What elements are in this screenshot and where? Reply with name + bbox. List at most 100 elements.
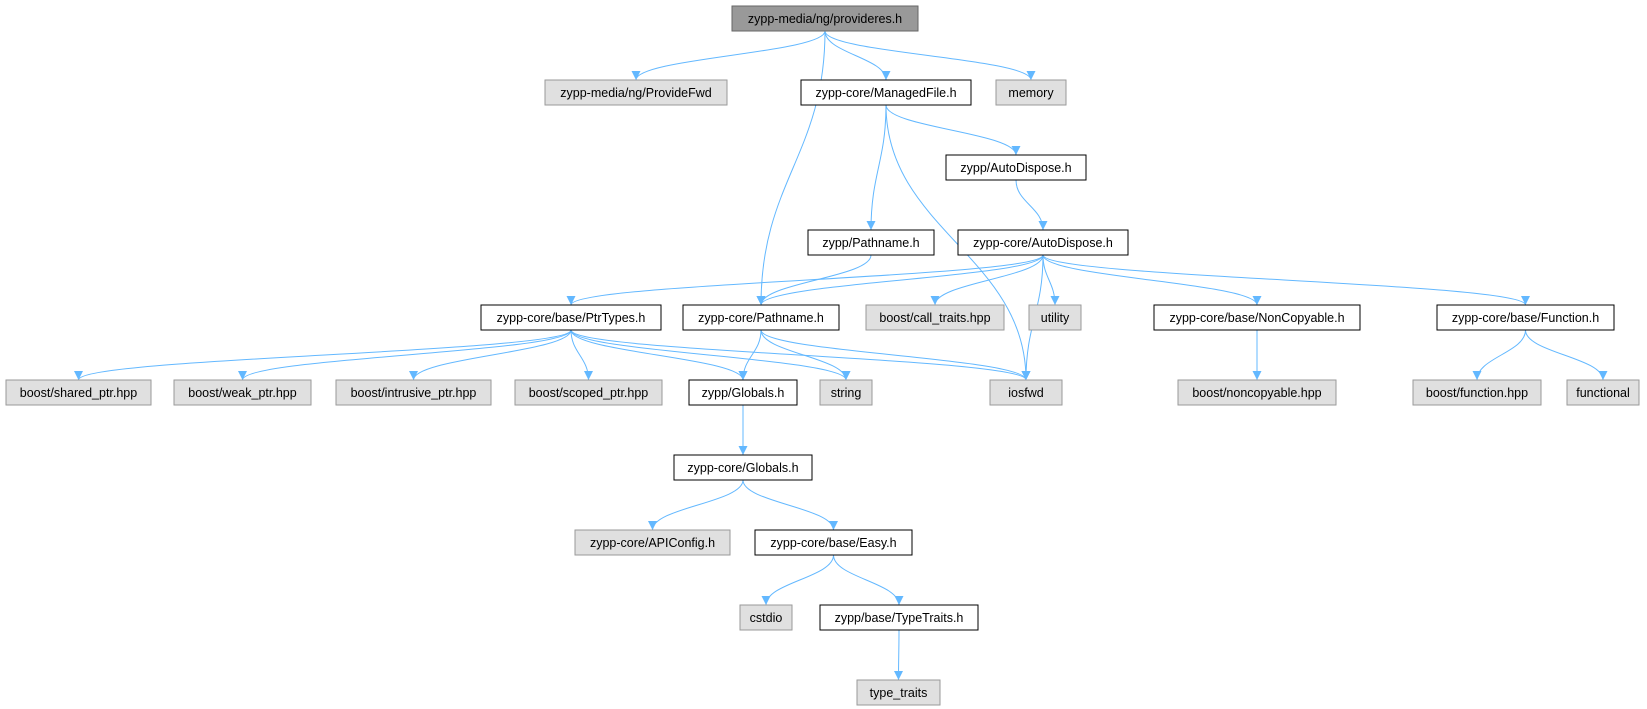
node-label: zypp-core/base/PtrTypes.h (497, 311, 646, 325)
node-label: zypp-core/Pathname.h (698, 311, 824, 325)
node-label: boost/noncopyable.hpp (1192, 386, 1321, 400)
node-label: iosfwd (1008, 386, 1043, 400)
node-box (807, 229, 935, 256)
node-globals_core[interactable]: zypp-core/Globals.h (673, 454, 813, 481)
node-apiconfig[interactable]: zypp-core/APIConfig.h (574, 529, 731, 556)
edge-managedfile-to-pathname_zypp (866, 104, 887, 231)
node-box (673, 454, 813, 481)
node-function_h[interactable]: zypp-core/base/Function.h (1436, 304, 1615, 331)
node-box (819, 379, 873, 406)
edge-autodispose_core-to-ptrtypes (566, 254, 1044, 306)
node-box (1436, 304, 1615, 331)
node-typetraits_h[interactable]: zypp/base/TypeTraits.h (819, 604, 979, 631)
node-label: functional (1576, 386, 1630, 400)
edge-autodispose_core-to-utility (1042, 254, 1060, 306)
dependency-edges (74, 30, 1608, 681)
node-box (1177, 379, 1337, 406)
node-autodispose_core[interactable]: zypp-core/AutoDispose.h (957, 229, 1129, 256)
edge-pathname_zypp-to-pathname_core (756, 254, 872, 306)
edge-ptrtypes-to-globals_zypp (570, 329, 748, 381)
node-ptrtypes[interactable]: zypp-core/base/PtrTypes.h (480, 304, 662, 331)
node-label: boost/weak_ptr.hpp (188, 386, 296, 400)
node-easy[interactable]: zypp-core/base/Easy.h (754, 529, 913, 556)
node-box (800, 79, 972, 106)
dependency-nodes: zypp-media/ng/provideres.h zypp-media/ng/… (5, 5, 1640, 706)
node-scoped_ptr[interactable]: boost/scoped_ptr.hpp (514, 379, 663, 406)
node-root[interactable]: zypp-media/ng/provideres.h (731, 5, 919, 32)
node-box (514, 379, 663, 406)
node-box (754, 529, 913, 556)
node-box (989, 379, 1063, 406)
node-type_traits[interactable]: type_traits (856, 679, 941, 706)
node-cstdio[interactable]: cstdio (739, 604, 793, 631)
edge-pathname_core-to-globals_zypp (738, 329, 762, 381)
edge-ptrtypes-to-string (570, 329, 851, 381)
edge-typetraits_h-to-type_traits (894, 629, 904, 681)
node-box (1153, 304, 1361, 331)
edge-globals_core-to-easy (742, 479, 838, 531)
node-box (957, 229, 1129, 256)
edge-ptrtypes-to-scoped_ptr (570, 329, 593, 381)
node-shared_ptr[interactable]: boost/shared_ptr.hpp (5, 379, 152, 406)
node-label: zypp-media/ng/provideres.h (748, 12, 902, 26)
edge-easy-to-typetraits_h (833, 554, 904, 606)
node-label: boost/shared_ptr.hpp (20, 386, 137, 400)
node-utility[interactable]: utility (1028, 304, 1082, 331)
edge-ptrtypes-to-shared_ptr (74, 329, 572, 381)
node-box (480, 304, 662, 331)
node-label: zypp-media/ng/ProvideFwd (560, 86, 712, 100)
node-functional[interactable]: functional (1566, 379, 1640, 406)
node-label: zypp-core/base/Easy.h (770, 536, 896, 550)
edge-pathname_core-to-string (760, 329, 851, 381)
node-call_traits[interactable]: boost/call_traits.hpp (865, 304, 1005, 331)
node-label: zypp/Pathname.h (822, 236, 919, 250)
node-label: zypp/base/TypeTraits.h (835, 611, 964, 625)
node-noncopyable_hpp[interactable]: boost/noncopyable.hpp (1177, 379, 1337, 406)
node-label: zypp-core/Globals.h (687, 461, 798, 475)
node-managedfile[interactable]: zypp-core/ManagedFile.h (800, 79, 972, 106)
node-box (1028, 304, 1082, 331)
node-pathname_zypp[interactable]: zypp/Pathname.h (807, 229, 935, 256)
node-label: zypp-core/ManagedFile.h (815, 86, 956, 100)
node-label: zypp-core/base/NonCopyable.h (1169, 311, 1344, 325)
node-label: zypp-core/APIConfig.h (590, 536, 715, 550)
edge-ptrtypes-to-iosfwd (570, 329, 1031, 381)
node-label: type_traits (870, 686, 928, 700)
node-box (173, 379, 312, 406)
node-box (731, 5, 919, 32)
node-providefwd[interactable]: zypp-media/ng/ProvideFwd (544, 79, 728, 106)
node-label: zypp-core/base/Function.h (1452, 311, 1599, 325)
edge-function_h-to-functional (1525, 329, 1608, 381)
node-pathname_core[interactable]: zypp-core/Pathname.h (682, 304, 840, 331)
edge-ptrtypes-to-intrusive_ptr (409, 329, 572, 381)
node-box (688, 379, 798, 406)
node-box (544, 79, 728, 106)
node-label: zypp/Globals.h (702, 386, 785, 400)
node-box (335, 379, 492, 406)
edge-autodispose_core-to-pathname_core (756, 254, 1044, 306)
node-string[interactable]: string (819, 379, 873, 406)
edge-function_h-to-function_hpp (1472, 329, 1526, 381)
node-memory[interactable]: memory (995, 79, 1067, 106)
node-weak_ptr[interactable]: boost/weak_ptr.hpp (173, 379, 312, 406)
node-autodispose_zypp[interactable]: zypp/AutoDispose.h (945, 154, 1087, 181)
node-noncopyable[interactable]: zypp-core/base/NonCopyable.h (1153, 304, 1361, 331)
edge-root-to-managedfile (824, 30, 891, 81)
edge-managedfile-to-autodispose_zypp (885, 104, 1021, 156)
node-iosfwd[interactable]: iosfwd (989, 379, 1063, 406)
node-function_hpp[interactable]: boost/function.hpp (1412, 379, 1542, 406)
node-label: zypp-core/AutoDispose.h (973, 236, 1113, 250)
node-box (995, 79, 1067, 106)
edge-easy-to-cstdio (761, 554, 834, 606)
node-box (682, 304, 840, 331)
node-label: memory (1008, 86, 1054, 100)
node-box (865, 304, 1005, 331)
edge-root-to-memory (824, 30, 1036, 81)
edge-ptrtypes-to-weak_ptr (238, 329, 572, 381)
edge-autodispose_zypp-to-autodispose_core (1015, 179, 1048, 231)
node-label: boost/intrusive_ptr.hpp (351, 386, 477, 400)
node-label: zypp/AutoDispose.h (960, 161, 1071, 175)
node-globals_zypp[interactable]: zypp/Globals.h (688, 379, 798, 406)
node-intrusive_ptr[interactable]: boost/intrusive_ptr.hpp (335, 379, 492, 406)
